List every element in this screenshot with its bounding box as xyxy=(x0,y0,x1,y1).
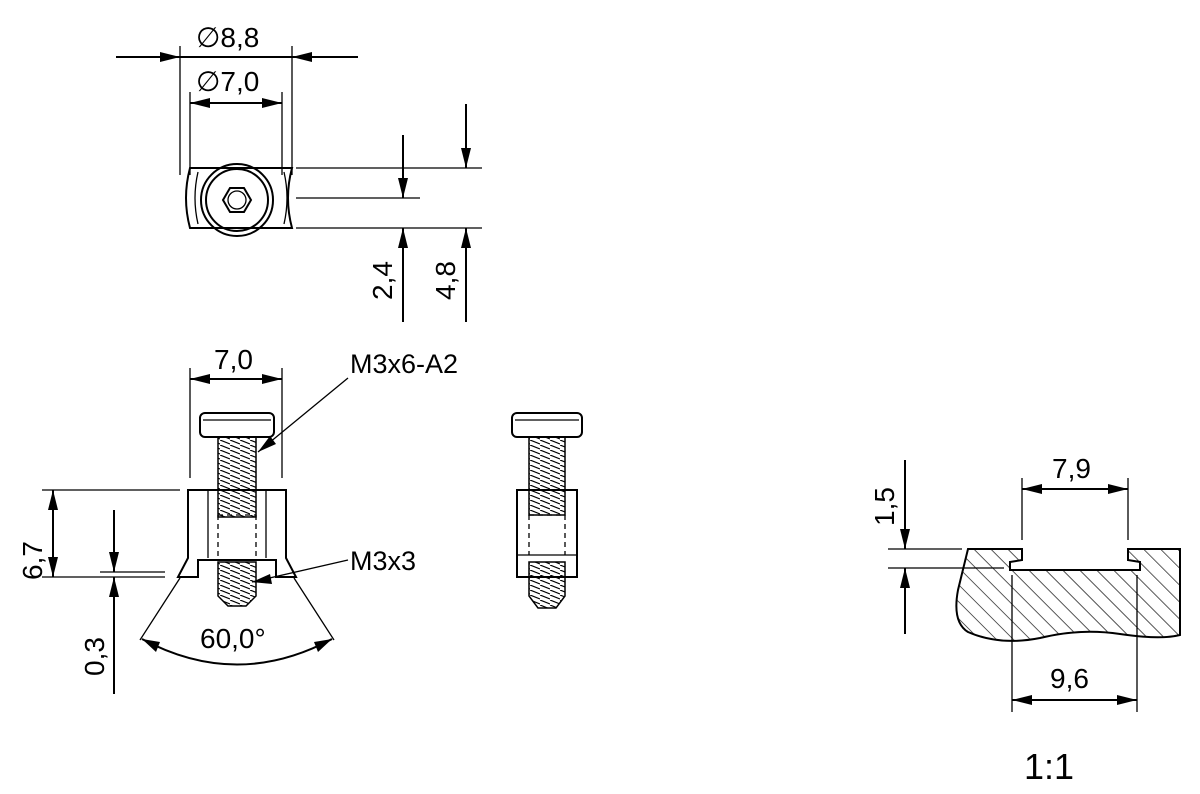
dim-head-width: 7,0 xyxy=(214,344,253,375)
top-view-outline xyxy=(185,167,294,229)
angle-arc xyxy=(141,638,333,666)
dim-angle: 60,0° xyxy=(200,623,266,654)
screw-head xyxy=(199,412,275,438)
sleeve-body xyxy=(176,489,298,578)
screw-shank xyxy=(217,436,257,518)
label-insert: M3x3 xyxy=(350,546,416,576)
hex-socket-icon xyxy=(221,187,253,213)
profile-hatched-body xyxy=(955,548,1181,642)
dim-inner-diameter: ∅7,0 xyxy=(196,66,259,97)
dim-depth-small: 2,4 xyxy=(367,261,398,300)
scale-label: 1:1 xyxy=(1024,746,1074,787)
dim-offset: 0,3 xyxy=(79,637,110,676)
threaded-insert xyxy=(217,561,257,607)
dim-lip-thickness: 1,5 xyxy=(869,487,900,526)
screw-head-outer-circle xyxy=(200,163,274,237)
dim-depth-large: 4,8 xyxy=(430,261,461,300)
top-view-edge-right xyxy=(283,171,288,225)
screw-head-inner-circle xyxy=(205,168,269,232)
dim-groove-width: 9,6 xyxy=(1050,663,1089,694)
top-view: ∅8,8 ∅7,0 2,4 4,8 xyxy=(116,22,482,322)
dim-height: 6,7 xyxy=(17,541,48,580)
label-screw: M3x6-A2 xyxy=(350,349,458,379)
profile-section: 7,9 1,5 9,6 xyxy=(869,453,1181,712)
screw-shank-2 xyxy=(528,436,566,516)
side-view: 7,0 M3x6-A2 M3x3 6,7 0,3 60,0° xyxy=(17,344,458,694)
dim-outer-diameter: ∅8,8 xyxy=(196,22,259,53)
dim-slot-width: 7,9 xyxy=(1052,453,1091,484)
threaded-insert-2 xyxy=(528,561,566,609)
top-view-edge-left xyxy=(194,171,199,225)
screw-view-2 xyxy=(511,412,583,609)
screw-head-2 xyxy=(511,412,583,438)
